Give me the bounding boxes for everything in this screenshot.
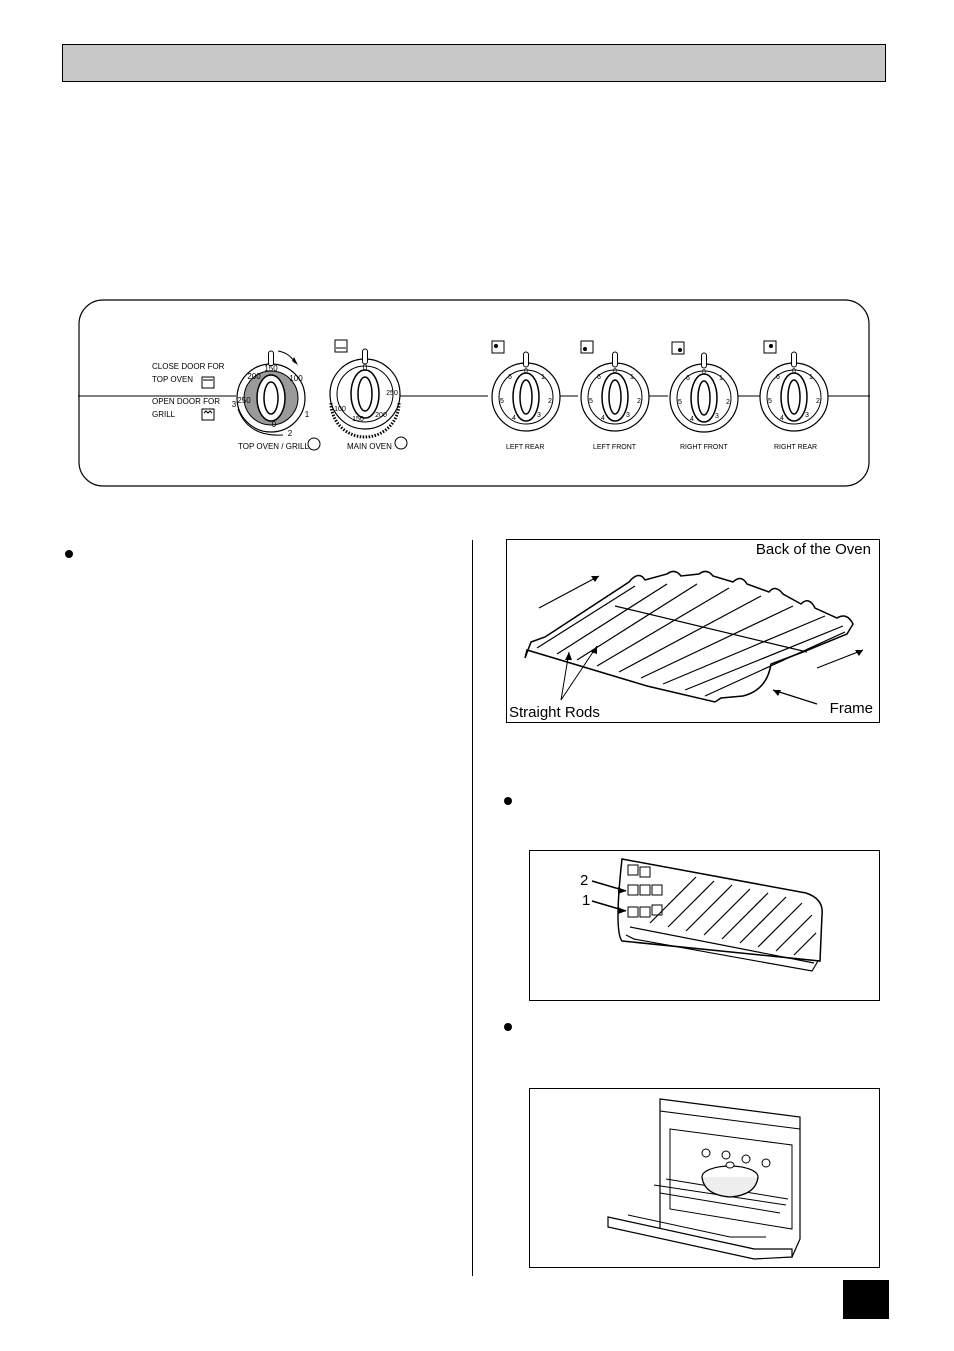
- top-dial-mark-100: 100: [289, 374, 303, 383]
- burner-rr-mark-5: 5: [768, 398, 772, 405]
- bullet-right-2: [504, 1023, 512, 1031]
- burner-knob-right-rear[interactable]: [759, 340, 829, 432]
- burner-lf-mark-1: 1: [630, 374, 634, 381]
- main-dial-mark-200: 200: [375, 412, 387, 419]
- main-dial-mark-100: 100: [334, 406, 346, 413]
- burner-lr-mark-4: 4: [512, 415, 516, 422]
- burner-rr-mark-3: 3: [805, 412, 809, 419]
- grill-label: GRILL: [152, 410, 176, 419]
- top-oven-label: TOP OVEN: [152, 375, 194, 384]
- top-oven-grill-label: TOP OVEN / GRILL: [238, 442, 309, 451]
- burner-rr-mark-1: 1: [809, 374, 813, 381]
- burner-rf-mark-5: 5: [678, 399, 682, 406]
- burner-lf-mark-3: 3: [626, 412, 630, 419]
- burner-lr-mark-5: 5: [500, 398, 504, 405]
- page-header-bar: [62, 44, 886, 82]
- burner-rr-mark-6: 6: [776, 374, 780, 381]
- right-rear-label: RIGHT REAR: [774, 444, 818, 451]
- top-dial-mark-250: 250: [237, 396, 251, 405]
- burner-rf-mark-2: 2: [726, 399, 730, 406]
- main-oven-dial[interactable]: 0 100 150 200 250: [329, 339, 401, 439]
- open-door-label: OPEN DOOR FOR: [152, 397, 221, 406]
- shelf-runners-figure: 2 1: [529, 850, 880, 1001]
- burner-rf-mark-1: 1: [719, 375, 723, 382]
- burner-lf-mark-6: 6: [597, 374, 601, 381]
- burner-rf-mark-6: 6: [686, 375, 690, 382]
- burner-knob-left-rear[interactable]: [491, 340, 561, 432]
- straight-rods-label: Straight Rods: [509, 704, 600, 721]
- page-number-tab: [843, 1280, 889, 1319]
- burner-lr-mark-3: 3: [537, 412, 541, 419]
- bullet-left: [65, 550, 73, 558]
- burner-lf-mark-4: 4: [601, 415, 605, 422]
- oven-dish-figure: [529, 1088, 880, 1268]
- burner-lf-mark-2: 2: [637, 398, 641, 405]
- main-oven-label: MAIN OVEN: [347, 442, 392, 451]
- main-dial-mark-150: 150: [352, 416, 364, 423]
- burner-lf-mark-0: 0: [613, 368, 617, 375]
- burner-lr-mark-2: 2: [548, 398, 552, 405]
- grill-mark-1: 1: [305, 410, 310, 419]
- burner-rr-mark-2: 2: [816, 398, 820, 405]
- bullet-right-1: [504, 797, 512, 805]
- top-dial-mark-200: 200: [247, 372, 261, 381]
- close-door-label: CLOSE DOOR FOR: [152, 362, 225, 371]
- control-panel-diagram: 150 200 250 100 0 3 2 1 0 100 150 200 25…: [78, 299, 870, 487]
- top-dial-mark-0: 0: [272, 420, 277, 429]
- burner-knob-right-front[interactable]: [669, 341, 739, 433]
- burner-rr-mark-0: 0: [792, 368, 796, 375]
- burner-lf-mark-5: 5: [589, 398, 593, 405]
- right-front-label: RIGHT FRONT: [680, 444, 728, 451]
- burner-rr-mark-4: 4: [780, 415, 784, 422]
- grill-door-icon: [201, 408, 215, 421]
- left-front-label: LEFT FRONT: [593, 444, 637, 451]
- burner-knob-left-front[interactable]: [580, 340, 650, 432]
- burner-rf-mark-3: 3: [715, 413, 719, 420]
- runner-label-1: 1: [582, 892, 591, 909]
- top-oven-door-icon: [201, 376, 215, 389]
- runner-label-2: 2: [580, 872, 589, 889]
- left-rear-label: LEFT REAR: [506, 444, 545, 451]
- grill-mark-2: 2: [288, 429, 293, 438]
- burner-lr-mark-6: 6: [508, 374, 512, 381]
- burner-rf-mark-0: 0: [702, 369, 706, 376]
- main-dial-mark-0: 0: [363, 363, 368, 372]
- column-divider: [472, 540, 473, 1276]
- back-of-oven-label: Back of the Oven: [755, 541, 871, 558]
- shelf-figure: Back of the Oven Straight Rods Frame: [506, 539, 880, 723]
- grill-mark-3: 3: [232, 400, 237, 409]
- burner-lr-mark-0: 0: [524, 368, 528, 375]
- top-oven-indicator-light: [307, 437, 321, 451]
- top-dial-mark-150: 150: [264, 364, 278, 373]
- burner-lr-mark-1: 1: [541, 374, 545, 381]
- main-dial-mark-250: 250: [386, 390, 398, 397]
- top-oven-grill-dial[interactable]: 150 200 250 100 0 3 2 1: [232, 350, 310, 438]
- frame-label: Frame: [829, 700, 873, 717]
- main-oven-indicator-light: [394, 436, 408, 450]
- burner-rf-mark-4: 4: [690, 416, 694, 423]
